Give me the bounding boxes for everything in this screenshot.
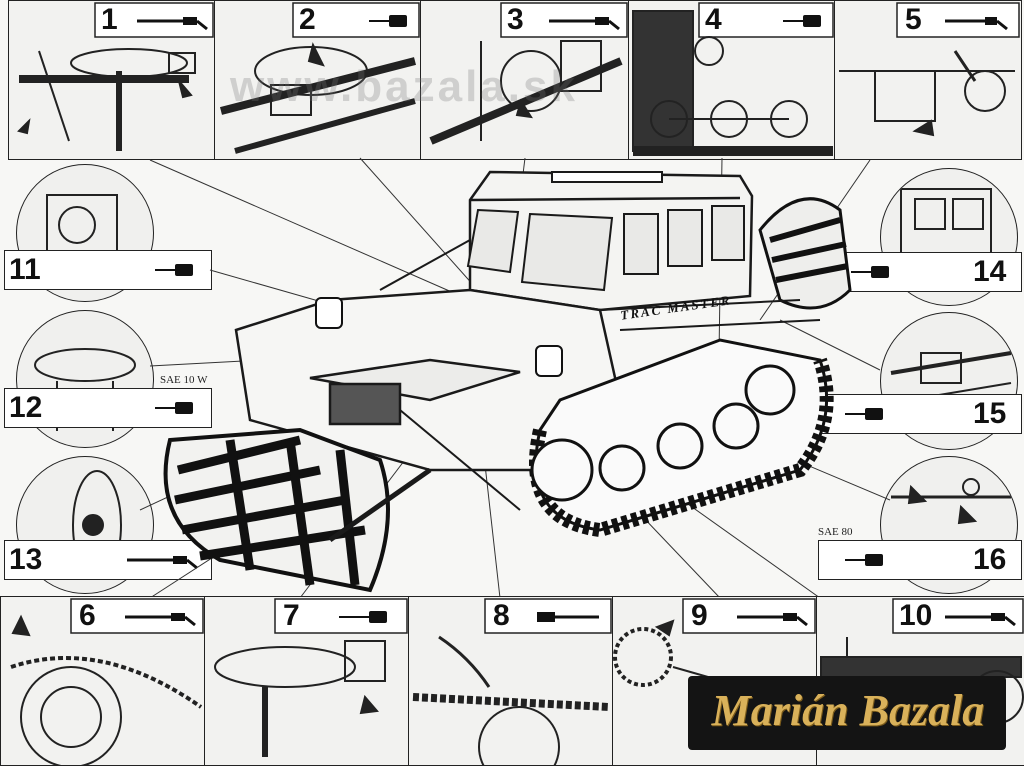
signature-plate <box>688 676 1006 750</box>
panel-4-illustration <box>632 2 834 156</box>
step-number-11: 11 <box>9 253 41 286</box>
step-number-16: 16 <box>973 543 1007 576</box>
step-panel-5: 5 <box>834 0 1022 160</box>
step-label-13: 13 <box>4 540 212 580</box>
step-number-8: 8 <box>493 599 510 632</box>
panel-3-illustration <box>429 2 628 145</box>
brush-icon <box>537 612 599 622</box>
step-number-13: 13 <box>9 543 43 576</box>
step-number-15: 15 <box>973 397 1007 430</box>
engine-oil-spec: SAE 10 W <box>160 374 208 386</box>
oil-can-icon <box>851 266 889 278</box>
grease-gun-icon <box>945 17 1008 31</box>
step-label-11: 11 <box>4 250 212 290</box>
step-number-12: 12 <box>9 391 43 424</box>
step-panel-4: 4 <box>628 0 836 160</box>
signature: Marián Bazala <box>711 686 985 735</box>
step-number-4: 4 <box>705 3 722 36</box>
step-panel-7: 7 <box>204 596 410 766</box>
step-number-14: 14 <box>973 255 1007 288</box>
step-number-7: 7 <box>283 599 300 632</box>
oil-can-icon <box>155 264 193 276</box>
step-panel-2: 2 <box>214 0 422 160</box>
step-panel-1: 1 <box>8 0 216 160</box>
step-number-3: 3 <box>507 3 524 36</box>
step-number-10: 10 <box>899 599 933 632</box>
oil-can-icon <box>339 611 387 623</box>
step-number-1: 1 <box>101 3 118 36</box>
step-label-12: 12 <box>4 388 212 428</box>
grease-gun-icon <box>125 613 196 627</box>
step-number-5: 5 <box>905 3 922 36</box>
step-number-9: 9 <box>691 599 708 632</box>
grease-gun-icon <box>127 556 198 570</box>
grease-gun-icon <box>137 17 208 31</box>
oil-can-icon <box>783 15 821 27</box>
step-panel-8: 8 <box>408 596 614 766</box>
grease-gun-icon <box>945 613 1016 627</box>
gear-oil-spec: SAE 80 <box>818 526 853 538</box>
panel-2-illustration <box>220 2 420 154</box>
step-label-14: 14 <box>826 252 1022 292</box>
grease-gun-icon <box>737 613 808 627</box>
oil-can-icon <box>369 15 407 27</box>
step-number-2: 2 <box>299 3 316 36</box>
step-number-6: 6 <box>79 599 96 632</box>
grease-gun-icon <box>549 17 620 31</box>
step-label-16: 16 <box>818 540 1022 580</box>
oil-can-icon <box>155 402 193 414</box>
oil-can-icon <box>845 408 883 420</box>
watermark: www.bazala.sk <box>230 62 578 111</box>
panel-1-illustration <box>17 2 214 151</box>
oil-can-icon <box>845 554 883 566</box>
panel-8-illustration <box>412 598 612 765</box>
step-panel-6: 6 <box>0 596 206 766</box>
